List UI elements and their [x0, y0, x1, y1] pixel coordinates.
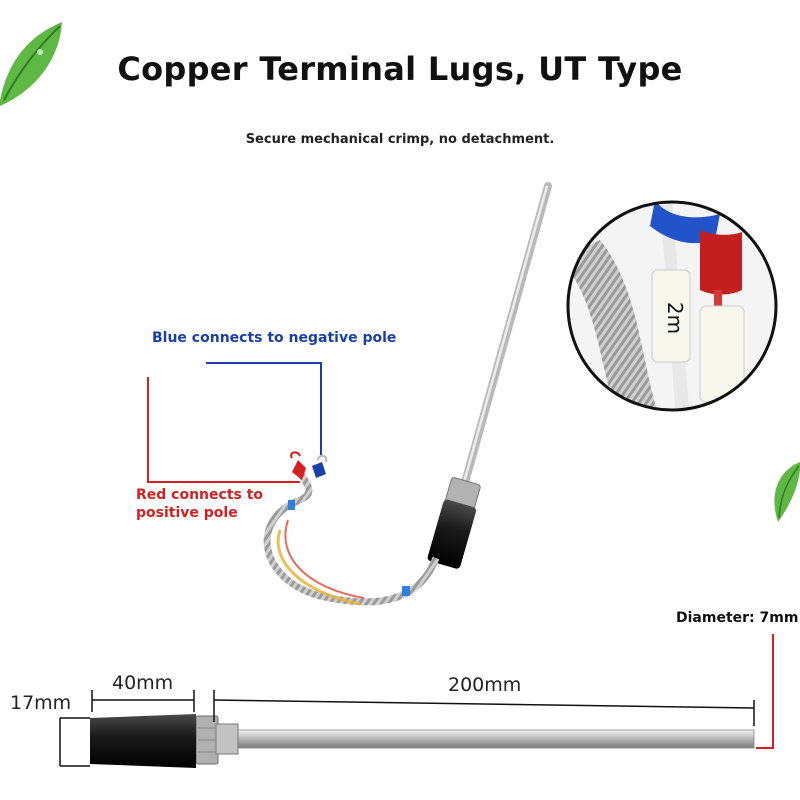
blue-leader-line [206, 362, 322, 456]
red-terminal-lug [290, 451, 306, 480]
red-wire-label: Red connects to positive pole [136, 487, 264, 521]
page-title: Copper Terminal Lugs, UT Type [117, 50, 683, 88]
blue-wire-label: Blue connects to negative pole [152, 330, 397, 346]
probe-length-dimension: 200mm [448, 674, 522, 696]
page-subtitle: Secure mechanical crimp, no detachment. [245, 132, 555, 147]
handle-diagonal [427, 499, 477, 569]
diameter-label: Diameter: 7mm [676, 610, 799, 626]
inset-tag-text: 2m [663, 302, 687, 334]
handle-length-dimension: 40mm [112, 672, 174, 694]
bottom-handle [90, 714, 196, 768]
diameter-leader-line [756, 634, 774, 749]
red-leader-line [147, 377, 300, 483]
leaf-icon [0, 22, 62, 106]
blue-terminal-lug [312, 454, 328, 478]
shielded-cable [263, 469, 440, 606]
height-dimension: 17mm [10, 692, 72, 714]
dimension-lines [59, 690, 755, 767]
cable-marker [402, 586, 410, 596]
bottom-probe [90, 714, 755, 768]
cable-marker [288, 500, 295, 510]
leaf-icon [774, 462, 800, 522]
probe-rod-diagonal [460, 182, 552, 490]
